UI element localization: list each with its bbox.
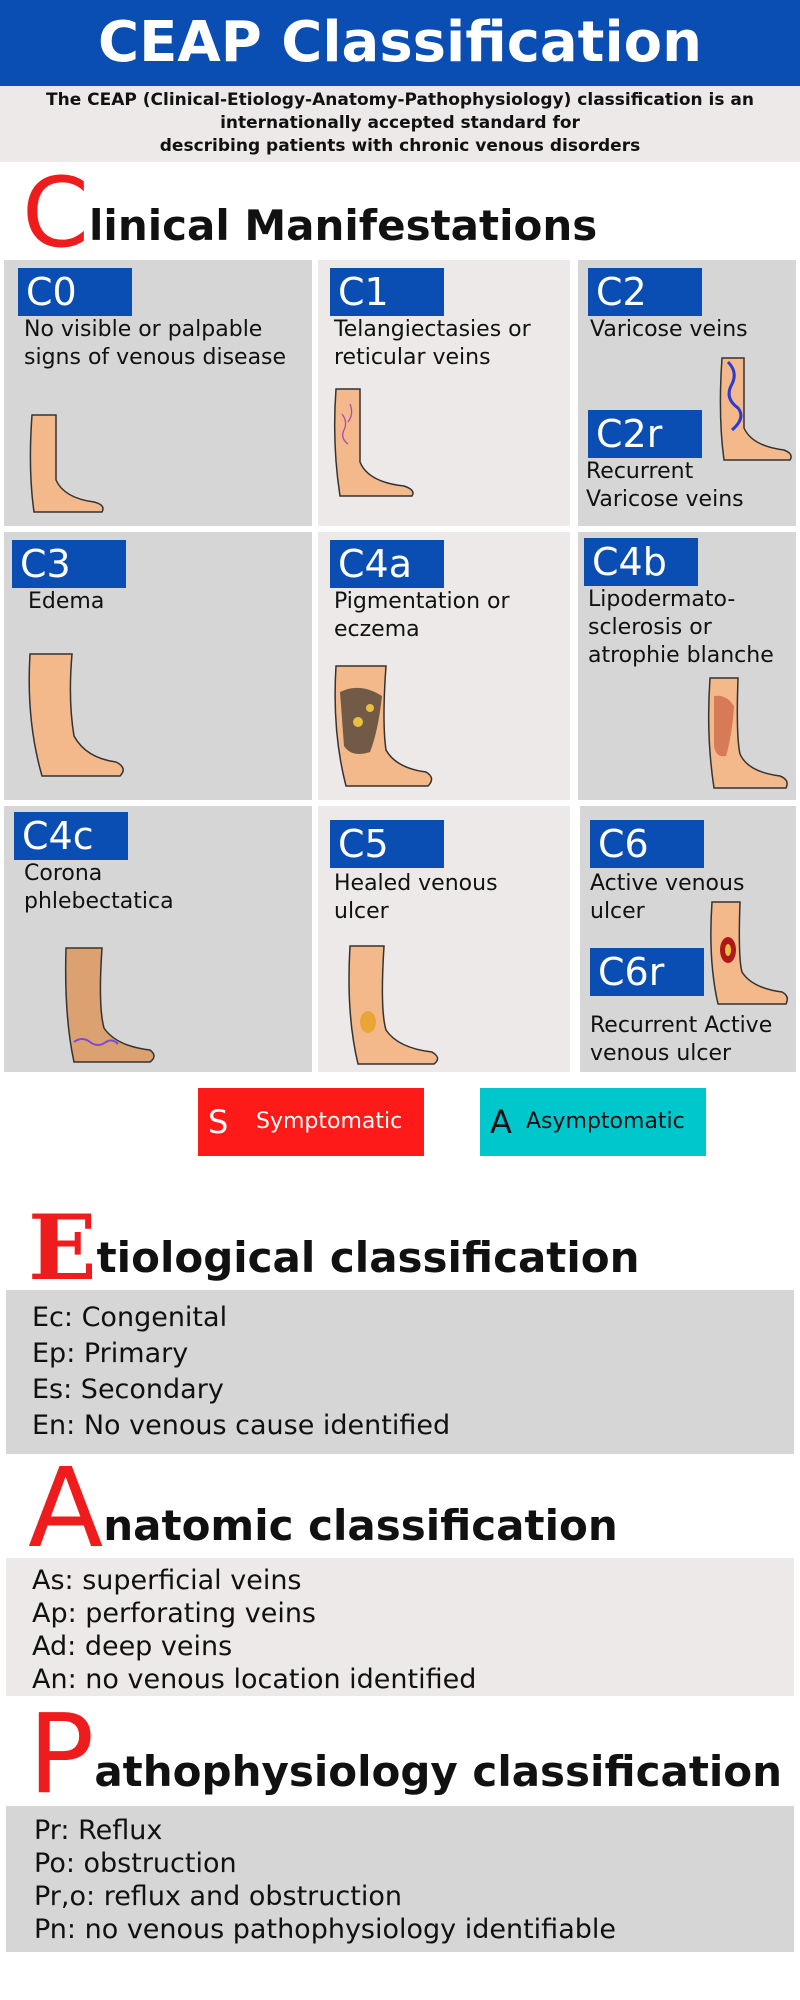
cell-c3: C3 Edema	[4, 532, 312, 800]
desc-c4c-1: Corona	[24, 861, 103, 886]
clinical-letter: C	[22, 157, 90, 269]
badge-c4c: C4c	[14, 812, 128, 860]
desc-c1-1: Telangiectasies or	[334, 317, 531, 342]
pathophysiology-item: Po: obstruction	[34, 1848, 237, 1879]
desc-c4c-2: phlebectatica	[24, 889, 174, 914]
leg-illustration	[28, 653, 124, 777]
page-title: CEAP Classification	[0, 0, 800, 86]
desc-c6-2: ulcer	[590, 899, 645, 924]
anatomic-item: An: no venous location identified	[32, 1664, 477, 1695]
badge-c3: C3	[12, 540, 126, 588]
symptomatic-label: Symptomatic	[256, 1109, 403, 1134]
etiological-title-rest: tiological classification	[96, 1233, 640, 1282]
pathophysiology-letter: P	[28, 1690, 95, 1818]
desc-c0-1: No visible or palpable	[24, 317, 263, 342]
clinical-title-rest: linical Manifestations	[89, 201, 598, 250]
anatomic-item: Ad: deep veins	[32, 1631, 233, 1662]
desc-c5-1: Healed venous	[334, 871, 498, 896]
etiological-item: Ep: Primary	[32, 1338, 189, 1369]
etiological-item: Es: Secondary	[32, 1374, 224, 1405]
pathophysiology-item: Pr: Reflux	[34, 1815, 163, 1846]
etiological-item: En: No venous cause identified	[32, 1410, 451, 1441]
pathophysiology-title-rest: athophysiology classification	[94, 1747, 783, 1796]
desc-c6r-2: venous ulcer	[590, 1041, 732, 1066]
badge-c2r: C2r	[588, 410, 702, 458]
symptomatic-letter: S	[208, 1103, 229, 1141]
desc-c6r-1: Recurrent Active	[590, 1013, 773, 1038]
anatomic-list: As: superficial veins Ap: perforating ve…	[6, 1558, 794, 1696]
cell-c4a: C4a Pigmentation or eczema	[318, 532, 570, 800]
desc-c6-1: Active venous	[590, 871, 745, 896]
desc-c2r-1: Recurrent	[586, 459, 694, 484]
cell-c4c: C4c Corona phlebectatica	[4, 806, 312, 1072]
badge-c5: C5	[330, 820, 444, 868]
intro-line-2: internationally accepted standard for	[220, 113, 580, 133]
badge-c0: C0	[18, 268, 132, 316]
leg-illustration	[333, 388, 414, 497]
desc-c4b-2: sclerosis or	[588, 615, 712, 640]
intro-line-3: describing patients with chronic venous …	[159, 136, 641, 156]
leg-illustration	[719, 357, 792, 461]
leg-illustration	[64, 947, 155, 1063]
etiological-letter: E	[28, 1195, 97, 1301]
intro-line-1: The CEAP (Clinical-Etiology-Anatomy-Path…	[46, 90, 754, 110]
anatomic-title: Anatomic classification	[28, 1444, 618, 1572]
desc-c4b-1: Lipodermato-	[588, 587, 736, 612]
cell-c4b: C4b Lipodermato- sclerosis or atrophie b…	[578, 532, 796, 800]
etiological-list: Ec: Congenital Ep: Primary Es: Secondary…	[6, 1290, 794, 1454]
clinical-title: Clinical Manifestations	[22, 157, 598, 269]
leg-illustration	[348, 945, 439, 1065]
asymptomatic-legend: A Asymptomatic	[480, 1088, 706, 1156]
anatomic-item: Ap: perforating veins	[32, 1598, 317, 1629]
cell-c2: C2 Varicose veins C2r Recurrent Varicose…	[578, 260, 796, 526]
desc-c4a-2: eczema	[334, 617, 420, 642]
intro-text: The CEAP (Clinical-Etiology-Anatomy-Path…	[0, 86, 800, 162]
badge-c6r: C6r	[590, 948, 704, 996]
symptomatic-legend: S Symptomatic	[198, 1088, 424, 1156]
leg-illustration	[29, 414, 104, 513]
desc-c4a-1: Pigmentation or	[334, 589, 510, 614]
leg-illustration	[707, 677, 788, 789]
badge-c4b: C4b	[584, 538, 698, 586]
desc-c4b-3: atrophie blanche	[588, 643, 774, 668]
desc-c5-2: ulcer	[334, 899, 389, 924]
pathophysiology-item: Pn: no venous pathophysiology identifiab…	[34, 1914, 616, 1945]
desc-c2-1: Varicose veins	[590, 317, 748, 342]
pathophysiology-list: Pr: Reflux Po: obstruction Pr,o: reflux …	[6, 1806, 794, 1952]
leg-illustration	[334, 665, 433, 787]
cell-c5: C5 Healed venous ulcer	[318, 806, 570, 1072]
cell-c6: C6 Active venous ulcer C6r Recurrent Act…	[580, 806, 796, 1072]
anatomic-title-rest: natomic classification	[103, 1501, 618, 1550]
anatomic-item: As: superficial veins	[32, 1565, 302, 1596]
etiological-item: Ec: Congenital	[32, 1302, 228, 1333]
badge-c4a: C4a	[330, 540, 444, 588]
cell-c1: C1 Telangiectasies or reticular veins	[318, 260, 570, 526]
cell-c0: C0 No visible or palpable signs of venou…	[4, 260, 312, 526]
anatomic-letter: A	[28, 1444, 104, 1572]
pathophysiology-title: Pathophysiology classification	[28, 1690, 783, 1818]
desc-c0-2: signs of venous disease	[24, 345, 287, 370]
pathophysiology-item: Pr,o: reflux and obstruction	[34, 1881, 402, 1912]
asymptomatic-letter: A	[490, 1103, 512, 1141]
etiological-title: Etiological classification	[28, 1195, 640, 1301]
badge-c6: C6	[590, 820, 704, 868]
badge-c2: C2	[588, 268, 702, 316]
desc-c2r-2: Varicose veins	[586, 487, 744, 512]
leg-illustration	[710, 901, 789, 1005]
desc-c3-1: Edema	[28, 589, 105, 614]
badge-c1: C1	[330, 268, 444, 316]
asymptomatic-label: Asymptomatic	[526, 1109, 685, 1134]
desc-c1-2: reticular veins	[334, 345, 491, 370]
